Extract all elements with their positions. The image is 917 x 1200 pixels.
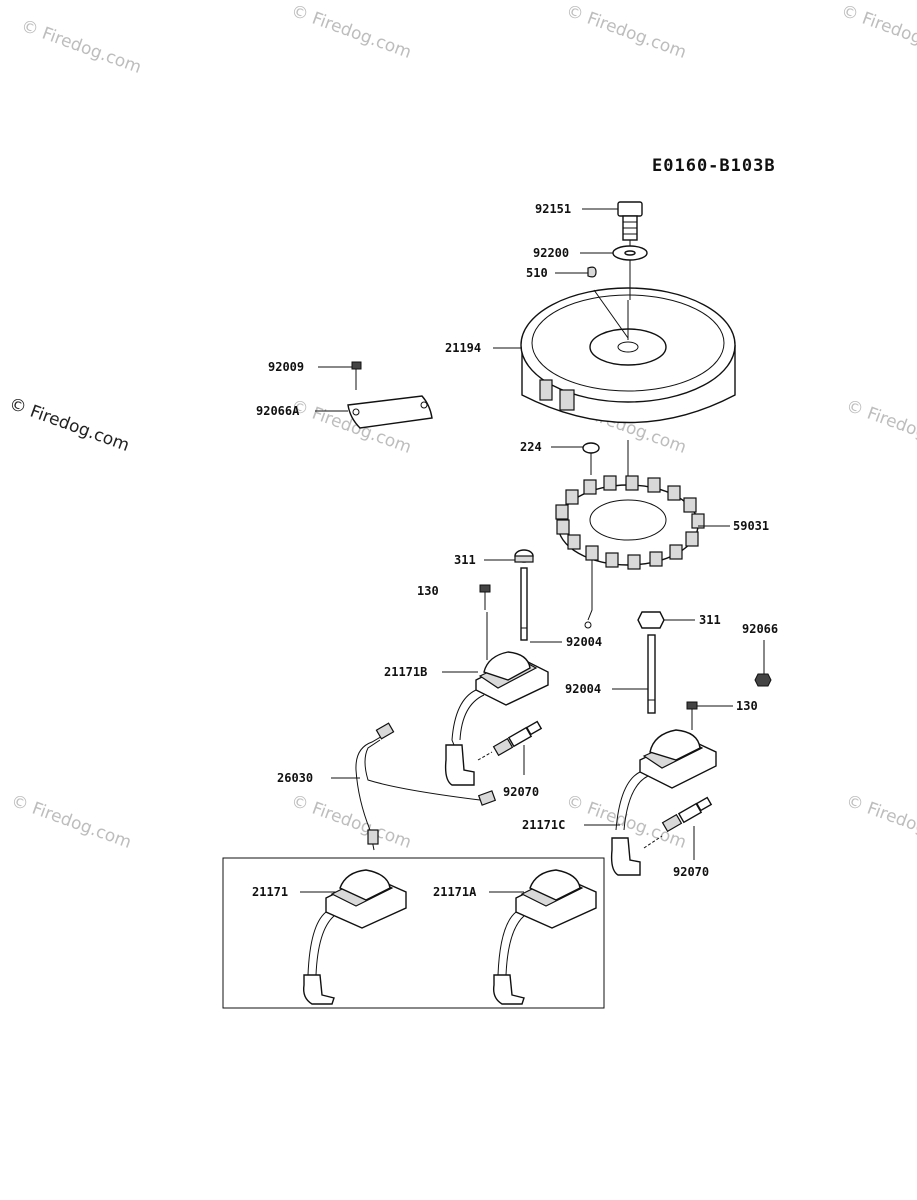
label-92070-left: 92070: [503, 785, 539, 799]
label-92070-right: 92070: [673, 865, 709, 879]
stud-92004-right: [647, 634, 656, 714]
watermark-8: © Firedog.com: [8, 791, 134, 853]
label-130-left: 130: [417, 584, 439, 598]
label-92200: 92200: [533, 246, 569, 260]
watermark-1: © Firedog.com: [18, 16, 144, 78]
stud-92004-left: [520, 567, 528, 641]
nut-92066: [754, 673, 772, 687]
watermark-2: © Firedog.com: [288, 1, 414, 63]
spark-plug-92070-right: [661, 796, 713, 833]
ignition-coil-21171B: [444, 651, 549, 786]
label-21171C: 21171C: [522, 818, 565, 832]
label-21171A: 21171A: [433, 885, 477, 899]
watermark-4: © Firedog.com: [838, 1, 917, 63]
label-26030: 26030: [277, 771, 313, 785]
ignition-coil-21171A: [492, 869, 597, 1005]
label-311-left: 311: [454, 553, 476, 567]
nut-311-right: [637, 611, 665, 629]
key-510: [587, 266, 597, 278]
screw-130-left: [479, 584, 491, 660]
label-92066A: 92066A: [256, 404, 300, 418]
leader-lines: [300, 208, 765, 893]
lead-wire-26030: [355, 722, 497, 851]
label-224: 224: [520, 440, 542, 454]
washer-92200: [612, 245, 648, 261]
flywheel-21194: [520, 287, 736, 424]
label-92066: 92066: [742, 622, 778, 636]
watermark-3: © Firedog.com: [563, 1, 689, 63]
watermark-9: © Firedog.com: [288, 791, 414, 853]
label-92004-right: 92004: [565, 682, 601, 696]
inset-box: [222, 857, 605, 1009]
diagram-code: E0160-B103B: [652, 156, 776, 176]
label-92004-left: 92004: [566, 635, 602, 649]
label-130-right: 130: [736, 699, 758, 713]
label-92151: 92151: [535, 202, 571, 216]
label-510: 510: [526, 266, 548, 280]
watermark-dark: © Firedog.com: [6, 394, 132, 456]
part-labels: 92151 92200 510 21194 92009 92066A 224 5…: [252, 202, 778, 899]
label-92009: 92009: [268, 360, 304, 374]
ignition-coil-21171C: [610, 729, 717, 876]
spark-plug-92070-left: [492, 720, 543, 757]
label-311-right: 311: [699, 613, 721, 627]
stator-59031: [555, 475, 705, 629]
label-21171: 21171: [252, 885, 288, 899]
watermark-7: © Firedog.com: [843, 396, 917, 458]
label-59031: 59031: [733, 519, 769, 533]
ignition-coil-21171: [302, 869, 407, 1005]
label-21194: 21194: [445, 341, 481, 355]
screw-130-right: [686, 701, 698, 730]
label-21171B: 21171B: [384, 665, 427, 679]
nut-311-left: [514, 549, 534, 563]
watermark-11: © Firedog.com: [843, 791, 917, 853]
screw-224: [582, 442, 600, 475]
screw-92009: [351, 361, 362, 390]
bolt-92151: [617, 201, 643, 241]
plate-92066A: [347, 395, 433, 429]
